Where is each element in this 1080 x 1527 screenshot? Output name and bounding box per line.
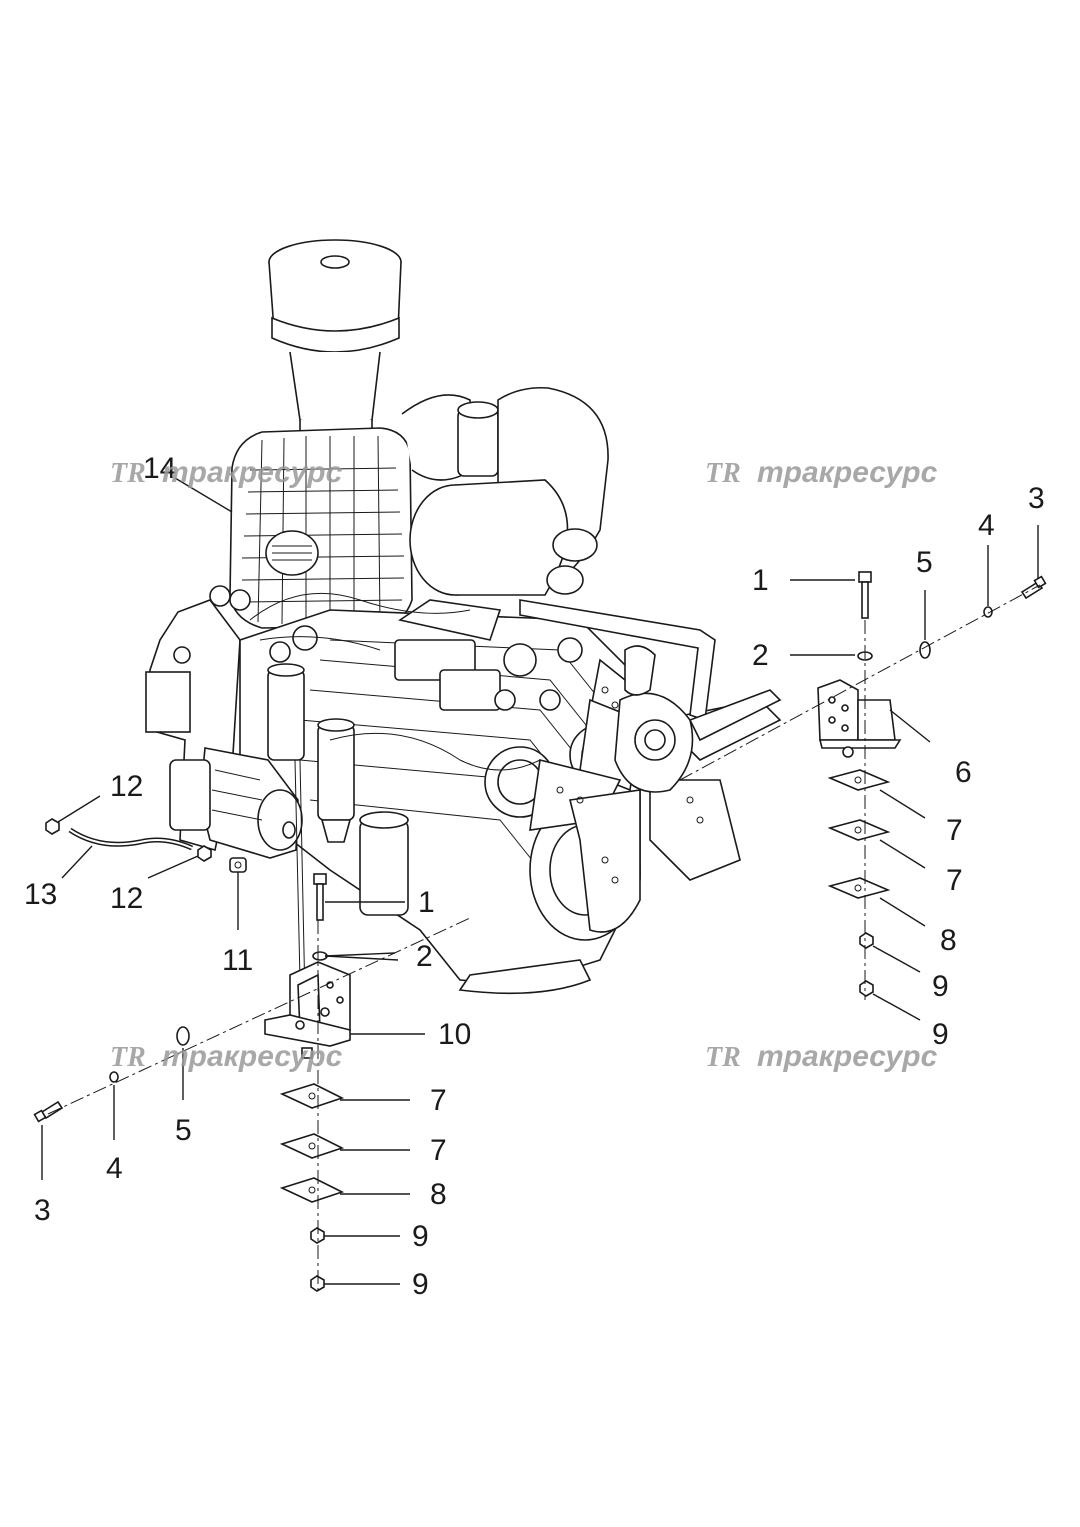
hose-assembly [45,818,247,873]
engine-assembly [145,239,782,1001]
air-filter-icon [268,239,402,453]
callout-2-right: 2 [752,639,769,672]
bolt-icon [858,571,872,619]
callout-7-left-a: 7 [430,1084,447,1117]
watermark-logo: TR [705,1042,741,1073]
callout-labels: 1 2 3 4 5 6 7 7 8 9 9 1 2 10 7 7 8 9 9 3… [24,452,1045,1301]
hose-nut-icon [45,818,60,835]
fitting-icon [229,857,247,873]
nut-icon [859,932,874,949]
left-mount-stack [33,873,471,1292]
callout-3-left: 3 [34,1194,51,1227]
callout-8-right: 8 [940,924,957,957]
washer-icon [176,1026,190,1046]
callout-12-bottom: 12 [110,882,143,915]
cooling-fan-icon [529,658,782,933]
watermark-text: тракресурс [162,1040,343,1073]
watermark-bottom-right: TR тракресурс [705,1040,938,1073]
lock-washer-icon [109,1071,119,1083]
nut-icon [310,1227,325,1244]
callout-7-right-a: 7 [946,814,963,847]
rubber-pad-icon [827,819,891,841]
callout-4-left: 4 [106,1152,123,1185]
spacer-plate-icon [279,1177,345,1203]
right-mount-stack [679,571,1047,1000]
frame-rail-icon [519,599,782,742]
callout-2-left: 2 [416,940,433,973]
watermark-top-right: TR тракресурс [705,456,938,489]
starter-motor-icon [169,747,303,859]
bolt-icon [313,873,327,921]
callout-5-right: 5 [916,546,933,579]
intake-housing-icon [229,394,473,629]
callout-1-left: 1 [418,886,435,919]
hose-nut-icon [197,845,212,862]
callout-9-left-b: 9 [412,1268,429,1301]
callout-8-left: 8 [430,1178,447,1211]
watermark-text: тракресурс [162,456,343,489]
callout-1-right: 1 [752,564,769,597]
callout-9-right-a: 9 [932,970,949,1003]
callout-6: 6 [955,756,972,789]
lock-washer-icon [983,606,993,618]
rubber-pad-icon [279,1133,345,1159]
callout-7-left-b: 7 [430,1134,447,1167]
callout-12-top: 12 [110,770,143,803]
watermark-bottom-left: TR тракресурс [110,1040,343,1073]
washer-icon [919,641,931,659]
callout-9-right-b: 9 [932,1018,949,1051]
watermark-logo: TR [110,458,146,489]
wiring-icon [249,592,541,1001]
callout-10: 10 [438,1018,471,1051]
callout-11: 11 [222,944,253,977]
callout-13: 13 [24,878,57,911]
callout-5-left: 5 [175,1114,192,1147]
nut-icon [859,980,874,997]
bolt-icon [1020,575,1047,600]
callout-4-right: 4 [978,509,995,542]
watermark-text: тракресурс [757,1040,938,1073]
bolt-icon [33,1100,64,1123]
callout-14: 14 [143,452,176,485]
mount-bracket-icon [264,961,351,1059]
rubber-pad-icon [827,769,891,791]
watermark-logo: TR [705,458,741,489]
callout-9-left-a: 9 [412,1220,429,1253]
leader-lines [41,477,1039,1285]
watermark-top-left: TR тракресурс [110,456,343,489]
fuel-filter-icon [267,625,409,916]
spacer-plate-icon [827,877,891,899]
muffler-icon [409,386,609,596]
rubber-pad-icon [279,1083,345,1109]
washer-icon [312,951,328,961]
callout-3-right: 3 [1028,482,1045,515]
watermark-text: тракресурс [757,456,938,489]
watermark-logo: TR [110,1042,146,1073]
mount-bracket-icon [817,679,902,758]
callout-7-right-b: 7 [946,864,963,897]
